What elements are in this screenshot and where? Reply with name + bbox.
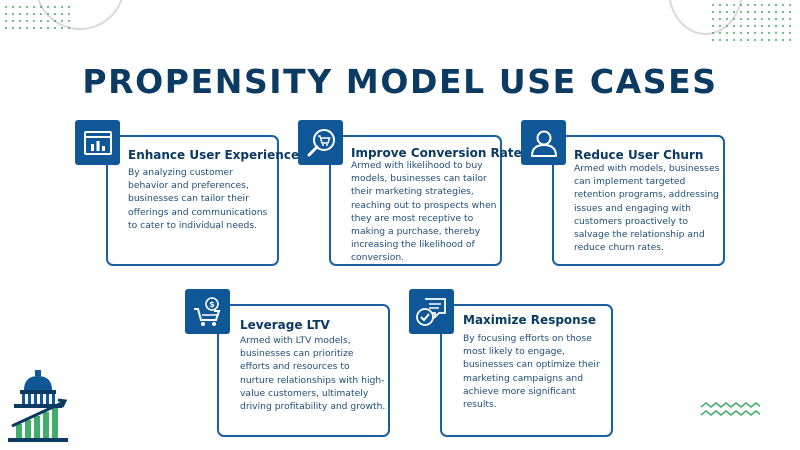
page-title: PROPENSITY MODEL USE CASES <box>82 62 718 101</box>
shopping-cart-magnifier-icon <box>298 120 343 165</box>
svg-text:$: $ <box>209 300 215 309</box>
card-title: Maximize Response <box>463 313 596 327</box>
chat-check-icon <box>409 289 454 334</box>
card-title: Reduce User Churn <box>574 148 704 162</box>
dollar-cart-icon: $ <box>185 289 230 334</box>
decorative-waves <box>700 402 760 416</box>
decorative-dots-top-right <box>712 4 791 41</box>
card-reduce-user-churn <box>552 135 725 266</box>
decorative-dots-top-left <box>5 6 70 29</box>
card-body: Armed with likelihood to buy models, bus… <box>351 160 497 264</box>
card-body: Armed with LTV models, businesses can pr… <box>240 335 386 413</box>
user-icon <box>521 120 566 165</box>
capitol-growth-logo <box>8 370 68 442</box>
card-body: By focusing efforts on those most likely… <box>463 333 600 411</box>
card-body: By analyzing customer behavior and prefe… <box>128 167 268 231</box>
card-enhance-user-experience <box>106 135 279 266</box>
card-body: Armed with models, businesses can implem… <box>574 163 720 254</box>
card-improve-conversion-rate <box>329 135 502 266</box>
card-maximize-response <box>440 304 613 437</box>
card-title: Improve Conversion Rate <box>351 146 522 160</box>
bar-chart-window-icon <box>75 120 120 165</box>
card-title: Leverage LTV <box>240 318 330 332</box>
card-title: Enhance User Experience <box>128 148 300 162</box>
card-leverage-ltv <box>217 304 390 437</box>
